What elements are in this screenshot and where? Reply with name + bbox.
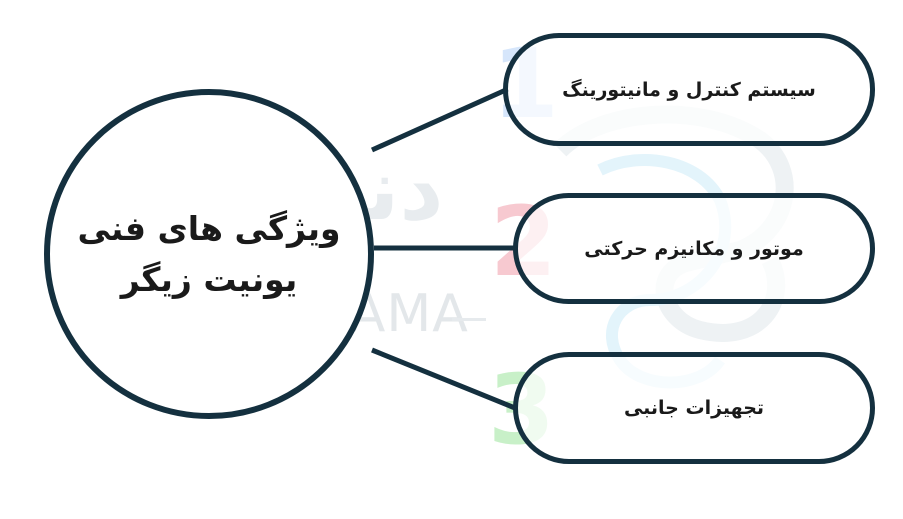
connector-line-3 bbox=[371, 347, 516, 411]
hub-title-line-2: یونیت زیگر bbox=[120, 260, 298, 299]
feature-pill-1: سیستم کنترل و مانیتورینگ bbox=[503, 33, 875, 146]
feature-label-1: سیستم کنترل و مانیتورینگ bbox=[562, 78, 816, 101]
feature-label-3: تجهیزات جانبی bbox=[623, 397, 765, 419]
hub-circle: ویژگی های فنی یونیت زیگر bbox=[44, 89, 374, 419]
feature-pill-3: تجهیزات جانبی bbox=[513, 352, 875, 464]
feature-label-2: موتور و مکانیزم حرکتی bbox=[584, 237, 804, 260]
hub-title-line-1: ویژگی های فنی bbox=[77, 208, 341, 248]
watermark-dash-right bbox=[452, 318, 486, 321]
connector-line-1 bbox=[370, 86, 510, 153]
feature-pill-2: موتور و مکانیزم حرکتی bbox=[513, 193, 875, 304]
